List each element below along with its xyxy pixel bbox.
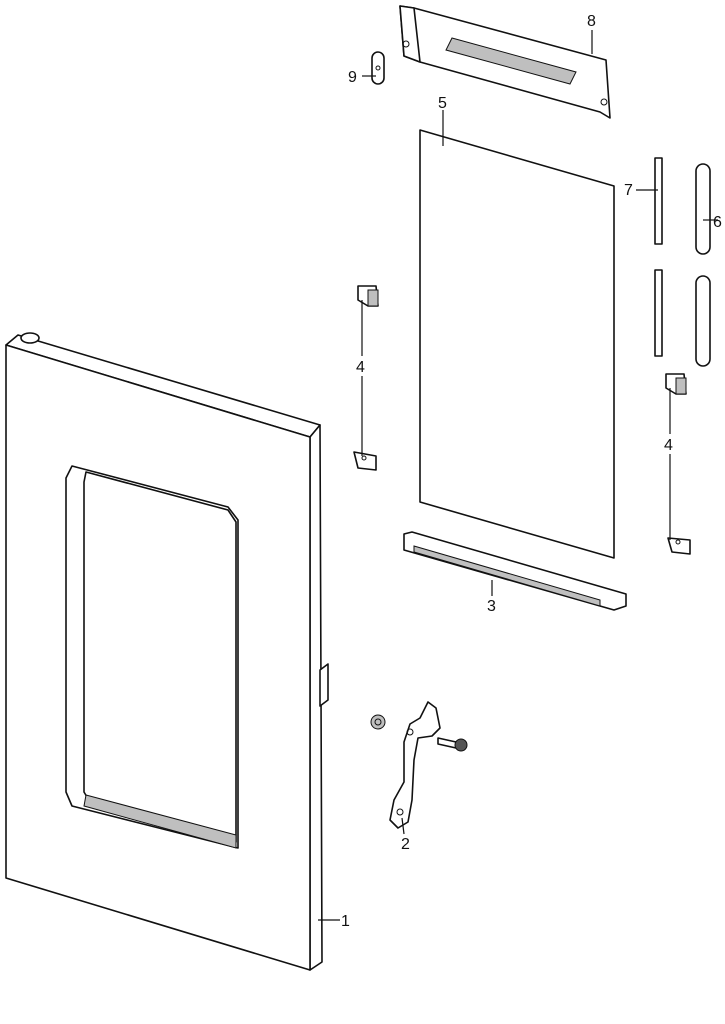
part-8-top-bracket [399,5,611,119]
part-4-clip-right [665,373,691,555]
part-6-rod-upper [695,163,711,255]
screw [437,737,468,752]
part-5-glass-panel [419,129,615,559]
part-7-strip-upper [654,157,663,245]
part-2-hinge-bracket [389,701,441,829]
part-4-clip-left [353,285,379,471]
callout-8: 8 [587,13,596,30]
part-9-small-clip [371,51,385,85]
callout-4-right: 4 [664,437,673,454]
callout-2: 2 [401,836,410,853]
callout-6: 6 [713,214,722,231]
callout-3: 3 [487,598,496,615]
part-1-door-panel [5,332,329,971]
callout-5: 5 [438,95,447,112]
part-3-bottom-rail [403,531,627,611]
part-6-rod-lower [695,275,711,367]
part-7-strip-lower [654,269,663,357]
callout-9: 9 [348,69,357,86]
callout-1: 1 [341,913,350,930]
callout-7: 7 [624,182,633,199]
leader-lines [318,30,718,921]
callout-4-left: 4 [356,359,365,376]
nut [370,714,386,730]
